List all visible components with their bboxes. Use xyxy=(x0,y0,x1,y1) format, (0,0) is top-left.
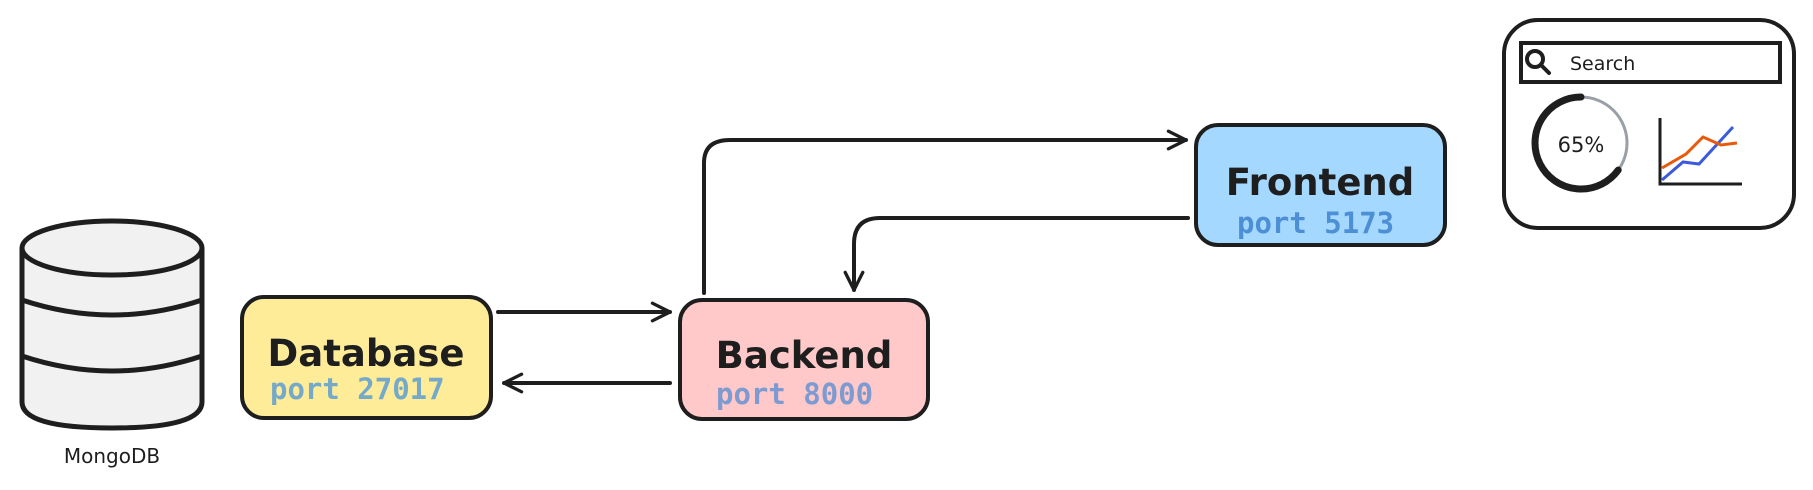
backend-box xyxy=(678,298,930,421)
database-node[interactable]: Database port 27017 xyxy=(240,295,493,420)
database-box xyxy=(240,295,493,420)
frontend-node[interactable]: Frontend port 5173 xyxy=(1194,123,1447,247)
backend-node[interactable]: Backend port 8000 xyxy=(678,298,930,421)
gauge-value: 65% xyxy=(1558,133,1605,157)
frontend-title: Frontend xyxy=(1226,161,1415,204)
database-title: Database xyxy=(268,332,465,375)
chart-line-orange xyxy=(1661,135,1738,170)
dashboard-mockup: Search 65% xyxy=(1502,18,1796,230)
progress-gauge: 65% xyxy=(1531,93,1629,193)
arrow-frontend-to-backend xyxy=(843,216,1190,292)
search-input[interactable] xyxy=(1519,41,1782,84)
database-port: port 27017 xyxy=(270,372,445,406)
line-chart-icon xyxy=(1658,118,1742,186)
mongodb-label: MongoDB xyxy=(64,444,160,468)
gauge-fill xyxy=(1531,93,1622,193)
database-cylinder-icon xyxy=(19,218,205,431)
frontend-port: port 5173 xyxy=(1237,206,1394,240)
frontend-box xyxy=(1194,123,1447,247)
search-bar[interactable]: Search xyxy=(1519,41,1782,84)
chart-line-blue xyxy=(1661,125,1735,182)
search-placeholder: Search xyxy=(1570,53,1635,75)
chart-axes xyxy=(1658,118,1742,186)
backend-title: Backend xyxy=(716,334,893,377)
arrow-backend-to-frontend xyxy=(702,129,1188,295)
backend-port: port 8000 xyxy=(716,377,873,411)
search-icon xyxy=(1525,49,1551,75)
